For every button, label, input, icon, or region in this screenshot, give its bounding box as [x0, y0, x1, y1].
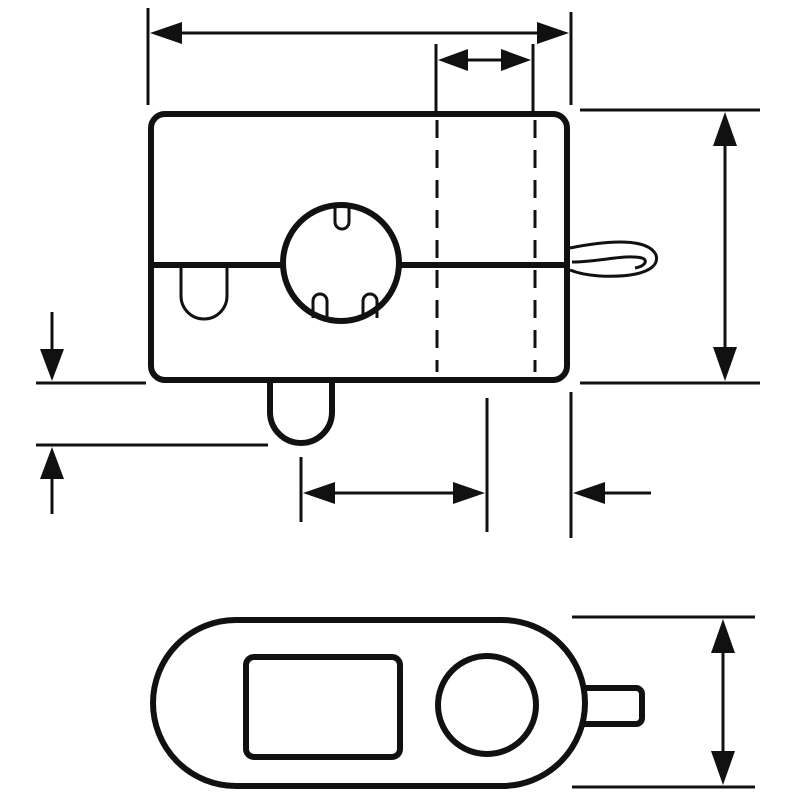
bore-notch-top	[333, 207, 351, 231]
arrowhead-tab-bottom	[40, 447, 64, 479]
arrowhead-pill-top	[711, 619, 735, 653]
arrowhead-offset-left	[303, 482, 335, 504]
bore-notch-bottom-right	[361, 292, 379, 318]
arrowhead-height-bottom	[713, 347, 737, 381]
arrowhead-pill-bottom	[711, 751, 735, 785]
loop-handle	[569, 240, 659, 278]
arrowhead-slot-left	[438, 49, 468, 71]
loop-handle-inner	[571, 255, 647, 270]
arrowhead-left	[150, 22, 182, 44]
rectangular-opening	[243, 654, 403, 760]
bore-notch-bottom-left	[311, 292, 329, 318]
slot-opening	[179, 268, 229, 321]
bottom-tab	[267, 372, 335, 446]
arrowhead-height-top	[713, 112, 737, 146]
arrowhead-right-edge	[573, 482, 605, 504]
bottom-view	[150, 617, 645, 789]
arrowhead-offset-right	[453, 482, 485, 504]
circular-opening	[435, 653, 539, 757]
bottom-view-dimensions	[572, 615, 755, 789]
arrowhead-right	[537, 22, 569, 44]
arrowhead-tab-top	[40, 349, 64, 381]
arrowhead-slot-right	[501, 49, 531, 71]
center-bore	[280, 202, 402, 324]
front-view-dimensions	[36, 8, 760, 538]
front-view	[148, 111, 659, 446]
